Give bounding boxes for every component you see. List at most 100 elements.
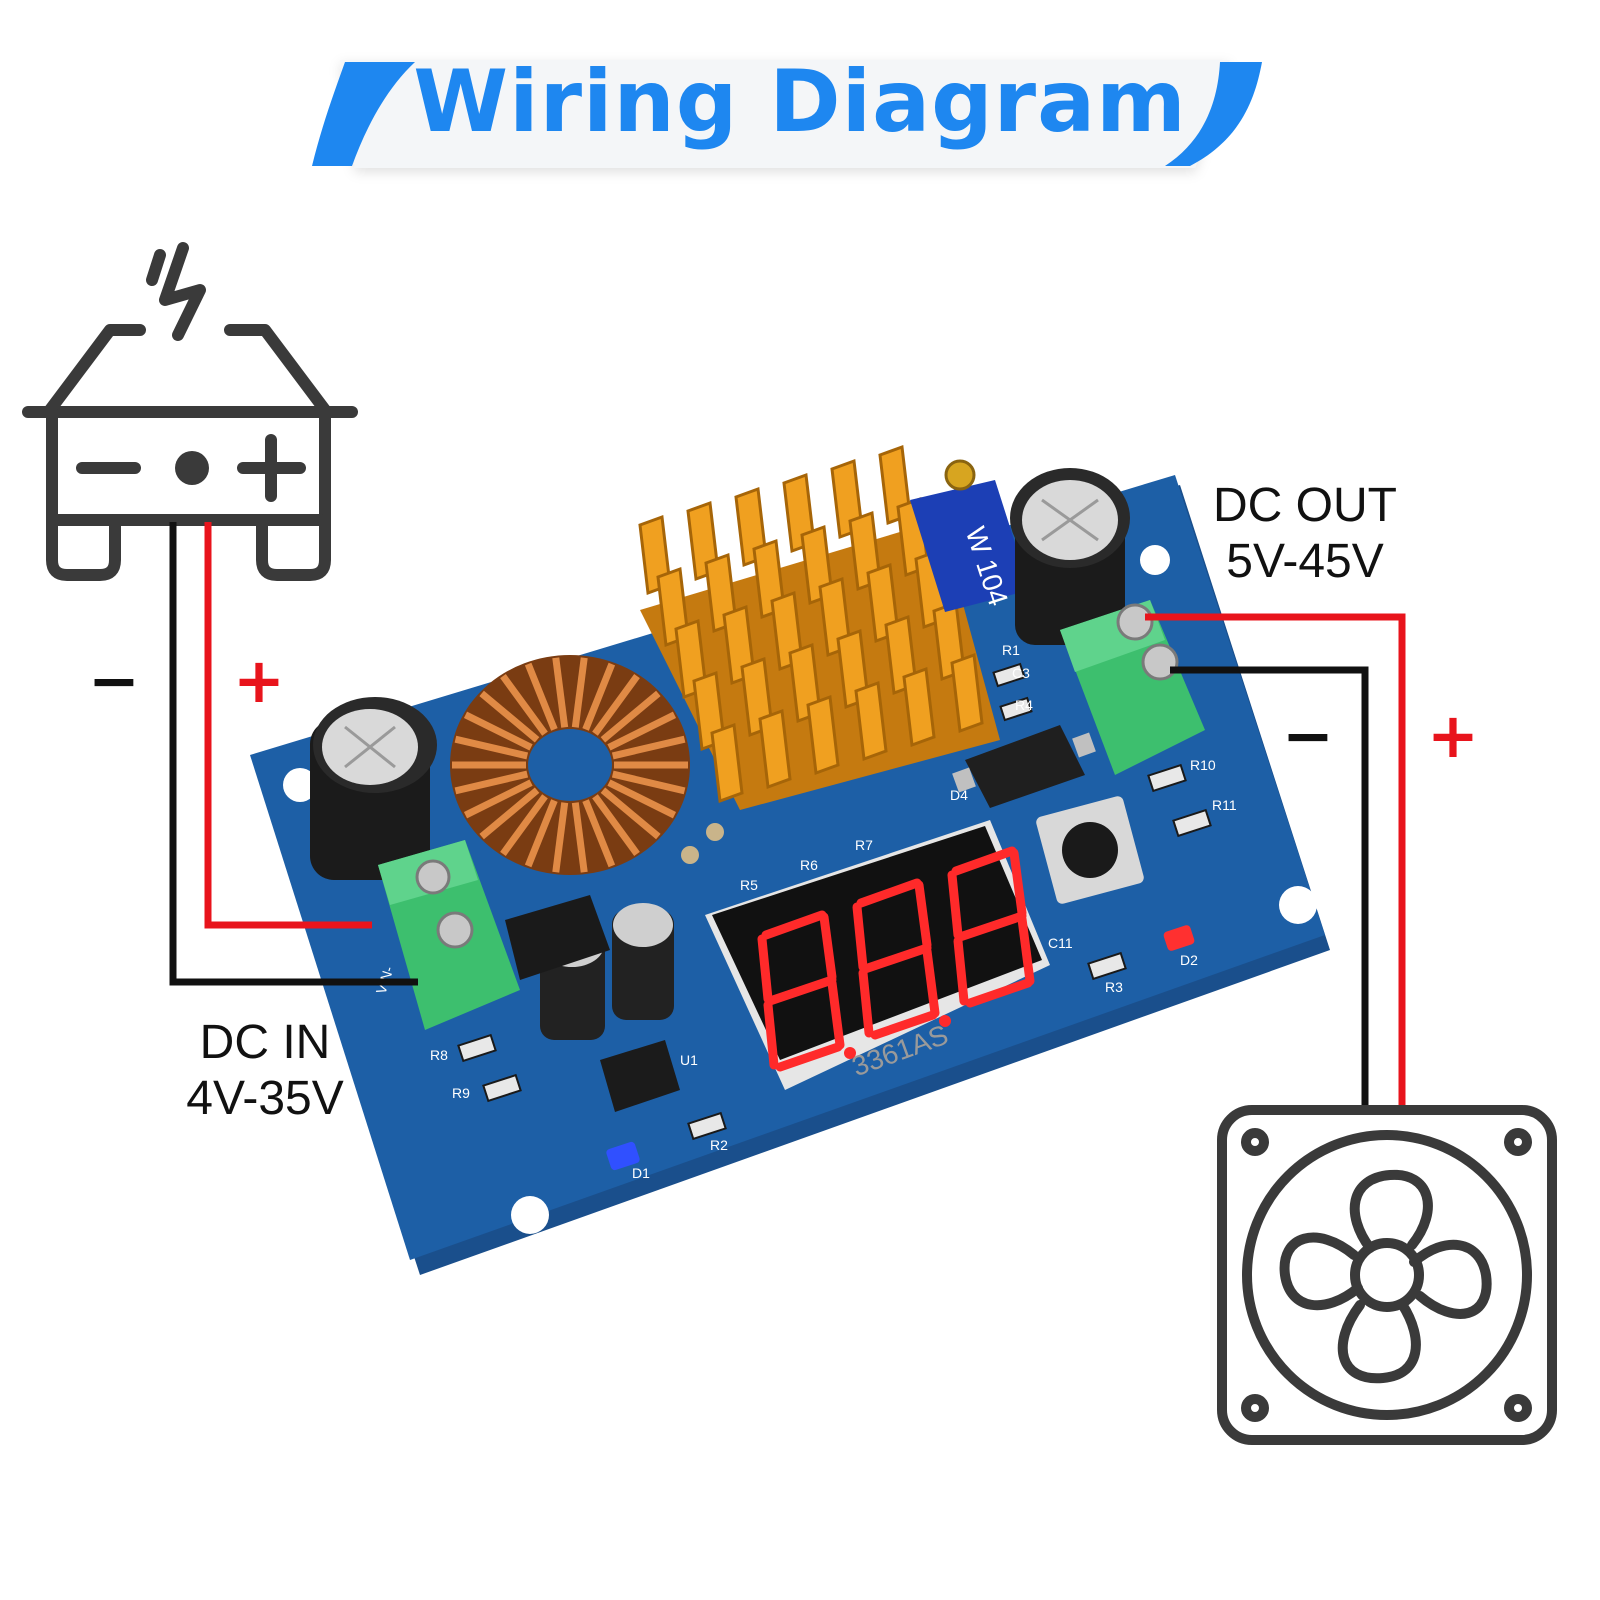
coil-turn [582,799,616,868]
coil-turn [454,735,529,760]
pcb-label: D1 [632,1165,650,1181]
coil-turn [592,794,640,856]
coil-turn [611,770,686,795]
pcb-label: R8 [430,1047,448,1063]
led-d1 [606,1141,640,1171]
diode-ss34 [952,725,1096,808]
display-segment [870,1010,938,1040]
display-segment [858,968,874,1038]
output-negative-wire [1170,666,1369,1105]
coil-turn [571,657,588,728]
display-segment [955,911,1027,942]
dc-out-range: 5V-45V [1226,535,1384,588]
page-title: Wiring Diagram [413,52,1187,152]
display-decimal-point [939,1015,951,1027]
pcb-board [250,475,1330,1275]
coil-turn [463,779,533,819]
heatsink [638,444,1000,810]
coil-turn [582,662,616,731]
input-negative-sign: − [88,644,140,717]
pcb-label: C11 [1048,935,1073,951]
coil-turn [571,802,588,873]
small-capacitors [505,895,674,1040]
title-banner [312,60,1262,168]
display-segment [914,880,932,950]
coil-turn [611,735,686,760]
battery-icon [22,242,358,581]
coil-turn [600,787,661,840]
display-segment [765,975,837,1006]
seven-segment-display: 3361AS [705,820,1050,1090]
output-positive-sign: + [1427,699,1479,772]
heatsink-fin [758,708,792,790]
display-segment [922,946,940,1018]
display-segment [1009,848,1027,918]
input-negative-wire [169,522,418,986]
pcb-label: R6 [800,857,818,873]
coil-turn [500,794,548,856]
coil-turn [500,674,548,736]
display-segment [852,902,868,972]
display-segment [761,910,827,940]
pcb-label: R11 [1212,797,1237,813]
display-segment [860,943,932,974]
display-decimal-point [844,1047,856,1059]
display-segment [951,846,1017,876]
heatsink-fin [806,694,840,776]
pcb-silkscreen-labels: R1C3R4R10R11D4R5R6R7C11D2R3R8R9R2D1U1VIN… [373,642,1237,1181]
input-positive-sign: + [233,644,285,717]
display-segment [1017,914,1035,986]
pcb-label: R7 [855,837,873,853]
coil-turn [479,690,540,743]
pcb-label: R5 [740,877,758,893]
heatsink-fin [710,722,744,804]
fan-icon [1217,1105,1557,1445]
display-segment [827,978,845,1050]
pcb-label: D2 [1180,952,1198,968]
toroid-inductor [450,655,690,875]
pcb-label: C3 [1012,665,1030,681]
pcb-label: D4 [950,787,968,803]
push-button [1036,796,1144,904]
coil-turn [454,770,529,795]
input-positive-wire [204,522,372,929]
pcb-label: R3 [1105,979,1123,995]
display-segment [775,1042,843,1072]
output-capacitor [1010,468,1130,645]
wires [169,522,1406,1105]
display-segment [856,878,922,908]
display-segment [819,912,837,982]
led-d2 [1163,925,1195,951]
coil-turn [552,657,569,728]
coil-turn [600,690,661,743]
heatsink-fin [854,680,888,762]
pcb-label: U1 [680,1052,698,1068]
pcb-label: R2 [710,1137,728,1153]
dc-in-label: DC IN 4V-35V [150,1015,380,1127]
output-positive-wire [1145,613,1406,1105]
coil-turn [524,662,558,731]
dc-out-label: DC OUT 5V-45V [1195,478,1415,590]
coil-turn [552,802,569,873]
smd-resistors [457,662,1212,1141]
potentiometer: W 104 [910,459,1030,612]
coil-turn [607,711,677,751]
pcb-label: R1 [1002,642,1020,658]
display-segment [953,936,969,1006]
pcb-label: R4 [1015,697,1033,713]
dc-out-title: DC OUT [1213,479,1397,532]
input-capacitor [310,697,437,880]
coil-turn [592,674,640,736]
regulator-u1 [600,1040,680,1112]
coil-turn [463,711,533,751]
heatsink-fin [902,666,936,748]
display-segment [763,1000,779,1070]
coil-turn [479,787,540,840]
heatsink-fin [950,652,984,734]
coil-turn [607,779,677,819]
output-negative-sign: − [1282,699,1334,772]
pcb-label: R10 [1190,757,1216,773]
pcb-label: R9 [452,1085,470,1101]
